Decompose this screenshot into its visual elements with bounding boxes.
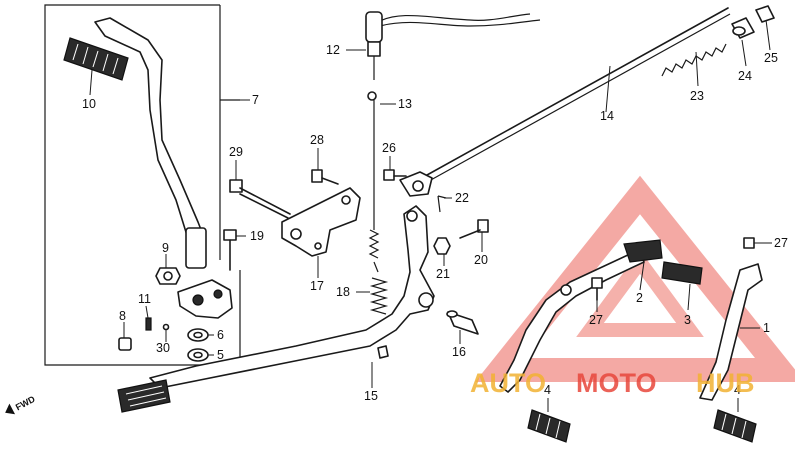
brake-rod	[399, 7, 731, 197]
rubber-peg-left	[527, 409, 571, 443]
callout-21: 21	[436, 267, 450, 281]
callout-14: 14	[600, 109, 614, 123]
clamp-block	[177, 279, 233, 319]
shift-lever-1	[661, 237, 763, 401]
callout-17: 17	[310, 279, 324, 293]
small-parts	[118, 317, 209, 362]
callout-16: 16	[452, 345, 466, 359]
leader-lines	[89, 19, 772, 412]
collar-24	[731, 17, 755, 39]
bolt-19	[223, 229, 237, 271]
spring-23	[661, 43, 727, 77]
return-spring	[369, 277, 389, 315]
callout-10: 10	[82, 97, 96, 111]
callout-3: 3	[684, 313, 691, 327]
callout-11: 11	[138, 292, 151, 306]
rubber-peg-right	[713, 409, 757, 443]
callout-5: 5	[217, 348, 224, 362]
callout-26: 26	[382, 141, 396, 155]
watermark-hub: HUB	[696, 368, 755, 398]
callout-27-left: 27	[589, 313, 603, 327]
callout-4-left: 4	[544, 383, 551, 397]
bolt-27-left	[591, 277, 603, 301]
nut-9	[155, 267, 181, 285]
callout-18: 18	[336, 285, 350, 299]
callout-7: 7	[252, 93, 259, 107]
callout-30: 30	[156, 341, 170, 355]
callout-12: 12	[326, 43, 340, 57]
callout-4-right: 4	[734, 383, 741, 397]
callout-29: 29	[229, 145, 243, 159]
bolt-26	[383, 169, 407, 181]
bolt-20	[459, 219, 489, 239]
callout-9: 9	[162, 241, 169, 255]
switch-spring	[367, 91, 380, 273]
nut-21	[433, 237, 451, 255]
callout-27-right: 27	[774, 236, 788, 250]
pivot-bolt	[229, 179, 291, 219]
callout-25: 25	[764, 51, 778, 65]
watermark-moto: MOTO	[576, 368, 657, 398]
brake-pedal	[117, 205, 435, 413]
cap-25	[755, 5, 775, 23]
callout-6: 6	[217, 328, 224, 342]
pivot-pin	[446, 310, 479, 335]
callout-23: 23	[690, 89, 704, 103]
shift-lever-2	[499, 239, 663, 393]
watermark-auto: AUTO	[470, 368, 546, 398]
bracket-17	[281, 187, 361, 257]
callout-labels: 10 7 29 19 9 11 8 30 6 5 12 13 14 28 26 …	[82, 43, 788, 403]
callout-2: 2	[636, 291, 643, 305]
watermark-text: AUTO MOTO HUB	[470, 368, 755, 398]
callout-22: 22	[455, 191, 469, 205]
callout-19: 19	[250, 229, 264, 243]
callout-28: 28	[310, 133, 324, 147]
brake-switch	[365, 11, 541, 80]
callout-20: 20	[474, 253, 488, 267]
callout-1: 1	[763, 321, 770, 335]
fwd-label: FWD	[14, 394, 37, 413]
fwd-arrow: FWD	[5, 394, 37, 415]
callout-13: 13	[398, 97, 412, 111]
kick-arm	[63, 17, 207, 269]
callout-8: 8	[119, 309, 126, 323]
callout-15: 15	[364, 389, 378, 403]
callout-24: 24	[738, 69, 752, 83]
kick-starter-box	[44, 4, 241, 366]
bolt-28	[311, 169, 339, 185]
